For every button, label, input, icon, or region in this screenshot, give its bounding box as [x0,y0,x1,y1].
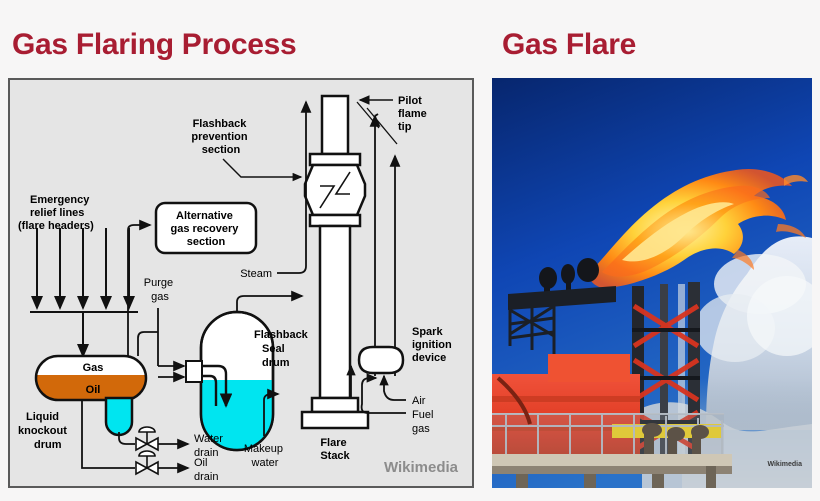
liquid-knockout-drum [34,354,148,437]
spark-ignition-device [357,345,405,375]
page-title-left: Gas Flaring Process [12,28,297,61]
label-oil-phase: Oil [86,384,101,396]
page-title-right: Gas Flare [502,28,637,61]
label-emergency-relief-l2: relief lines [30,207,84,219]
label-makeup-l1: Makeup [244,443,283,455]
gas-flare-photo: Wikimedia [492,78,812,488]
air-fuel-feed-lines [346,364,406,414]
label-pilot-flame-tip: Pilot flame tip [398,95,430,133]
seal-drum-inlets [137,308,186,383]
flame [588,168,808,288]
label-pilot-l1: Pilot [398,95,422,107]
label-flare-stack-l1: Flare [320,437,346,449]
water-drain-line [118,432,190,450]
label-gas-phase: Gas [83,362,104,374]
label-ko-l2: knockout [18,425,67,437]
label-liquid-knockout-drum: Liquid knockout drum [18,411,70,451]
label-agr-l2: gas recovery [171,223,240,235]
makeup-water-line [263,388,280,436]
steam-line [277,100,312,274]
label-flashback-prevention: Flashback prevention section [191,118,250,156]
flare-stack [300,94,370,430]
clouds [642,236,812,488]
label-fuel-l2: gas [412,423,430,435]
label-spark-ignition-device: Spark ignition device [412,326,455,364]
label-water-drain-l2: drain [194,447,218,459]
diagram-svg: Emergency relief lines (flare headers) A… [18,94,455,483]
label-makeup-l2: water [251,457,279,469]
label-fuel-l1: Fuel [412,409,433,421]
label-spark-l2: ignition [412,339,452,351]
label-oil-drain-l2: drain [194,471,218,483]
label-emergency-relief-l3: (flare headers) [18,220,94,232]
emergency-relief-lines-group [30,228,138,358]
label-air: Air [412,395,426,407]
seal-drum-outlet-to-stack [236,290,304,312]
label-fbp-l1: Flashback [193,118,248,130]
label-purge-gas: Purge gas [144,277,176,303]
label-fsd-l2: Seal [262,343,285,355]
oil-drain-valve-icon [135,450,159,476]
label-pilot-l3: tip [398,121,412,133]
flare-derrick [508,258,700,458]
label-alternative-gas-recovery: Alternative gas recovery section [171,210,242,248]
water-drain-valve-icon [135,426,159,452]
gas-flaring-process-diagram: Emergency relief lines (flare headers) A… [8,78,474,488]
flashback-prevention-leader [222,158,303,182]
label-water-drain: Water drain [194,433,226,459]
label-fsd-l3: drum [262,357,290,369]
label-flashback-seal-drum: Flashback Seal drum [254,329,311,369]
label-emergency-relief-l1: Emergency [30,194,90,206]
alt-recovery-feed-line [127,219,152,360]
label-water-drain-l1: Water [194,433,223,445]
label-flare-stack-l2: Stack [320,450,350,462]
label-makeup-water: Makeup water [244,443,286,469]
label-purge-l1: Purge [144,277,173,289]
platform [492,354,732,488]
label-fsd-l1: Flashback [254,329,309,341]
label-oil-drain: Oil drain [194,457,218,483]
label-agr-l3: section [187,236,226,248]
oil-drain-line [81,400,190,474]
label-flare-stack: Flare Stack [320,437,350,462]
label-emergency-relief: Emergency relief lines (flare headers) [18,194,94,232]
label-purge-l2: gas [151,291,169,303]
flashback-seal-drum [185,310,275,452]
label-fbp-l2: prevention [191,131,248,143]
gas-flare-photo-svg [492,78,812,488]
label-oil-drain-l1: Oil [194,457,207,469]
ignition-riser-lines [369,113,401,376]
label-spark-l3: device [412,352,446,364]
pilot-tip-leader [356,101,398,145]
label-agr-l1: Alternative [176,210,233,222]
label-ko-l1: Liquid [26,411,59,423]
label-spark-l1: Spark [412,326,443,338]
label-fbp-l3: section [202,144,241,156]
label-ko-l3: drum [34,439,62,451]
label-pilot-l2: flame [398,108,427,120]
label-fuel-gas: Fuel gas [412,409,436,435]
label-steam: Steam [240,268,272,280]
alternative-gas-recovery-box [154,201,258,255]
